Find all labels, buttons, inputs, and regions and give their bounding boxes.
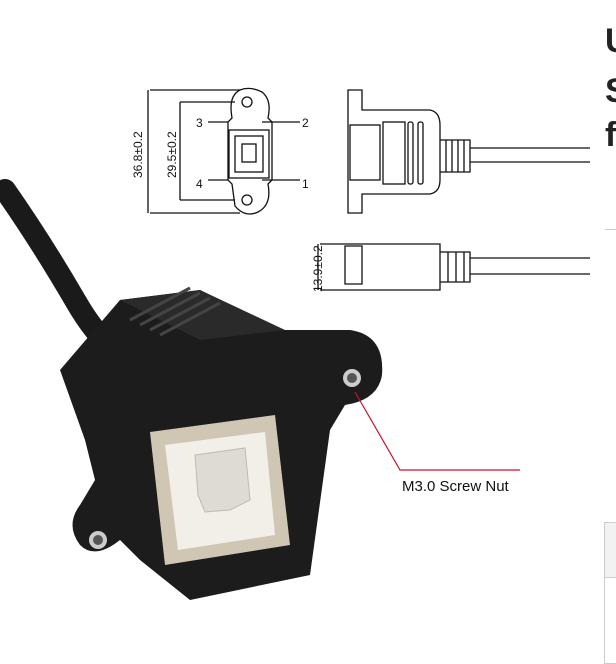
divider [605, 229, 616, 230]
product-title-fragment: f [605, 116, 616, 154]
dim-depth: 13.9±0.2 [311, 245, 325, 292]
options-table-header [605, 523, 616, 578]
pin-label: 3 [196, 116, 203, 130]
pin-label: 1 [302, 177, 309, 191]
usb-b-connector [60, 286, 383, 600]
dim-overall-height: 36.8±0.2 [131, 131, 145, 178]
callout-label: M3.0 Screw Nut [402, 478, 510, 495]
pin-label: 4 [196, 177, 203, 191]
product-image: 36.8±0.2 29.5±0.2 13.9±0.2 1 2 3 4 M3.0 … [0, 87, 590, 600]
product-title-fragment: U [605, 24, 616, 58]
pin-label: 2 [302, 116, 309, 130]
options-table [604, 522, 616, 664]
dim-hole-spacing: 29.5±0.2 [165, 131, 179, 178]
product-title-fragment: S [605, 74, 616, 108]
dimension-drawing [147, 87, 590, 291]
